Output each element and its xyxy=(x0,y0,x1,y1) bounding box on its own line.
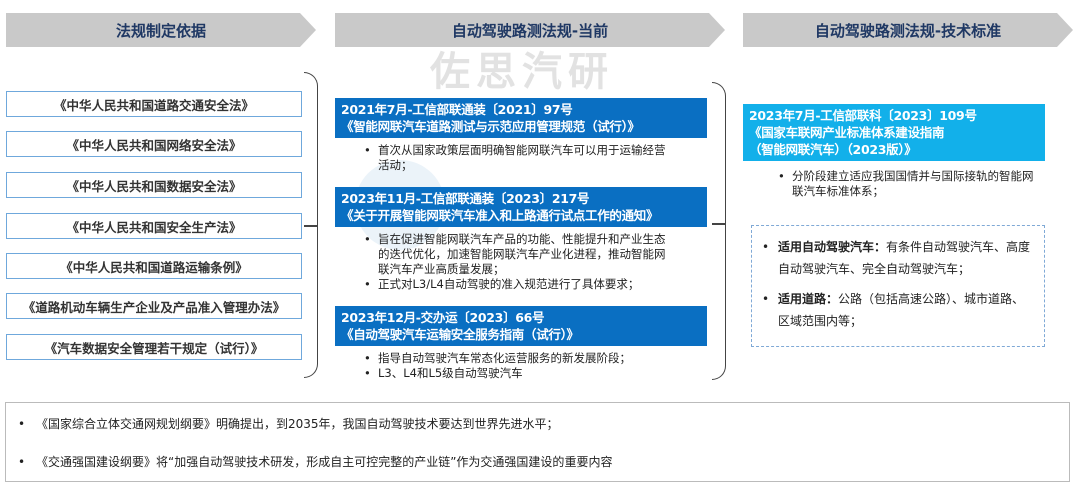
bullet: 首次从国家政策层面明确智能网联汽车可以用于运输经营活动； xyxy=(364,143,669,173)
law-item: 《中华人民共和国数据安全法》 xyxy=(6,172,302,198)
standard-column: 2023年7月-工信部联科〔2023〕109号 《国家车联网产业标准体系建设指南… xyxy=(743,104,1053,347)
regulation-title: 2023年12月-交办运〔2023〕66号 xyxy=(341,310,545,325)
standard-name-cont: （智能网联汽车）（2023版）》 xyxy=(749,142,917,157)
bullet: 指导自动驾驶汽车常态化运营服务的新发展阶段； xyxy=(364,351,669,366)
regulation-name: 《自动驾驶汽车运输安全服务指南（试行）》 xyxy=(341,327,579,342)
law-item: 《汽车数据安全管理若干规定（试行）》 xyxy=(6,334,302,360)
law-item: 《中华人民共和国道路运输条例》 xyxy=(6,253,302,279)
brace-left-top xyxy=(304,72,318,226)
scope-vehicles: 适用自动驾驶汽车：有条件自动驾驶汽车、高度自动驾驶汽车、完全自动驾驶汽车； xyxy=(762,236,1034,280)
bullet: 正式对L3/L4自动驾驶的准入规范进行了具体要求； xyxy=(364,277,669,292)
header-current: 自动驾驶路测法规-当前 xyxy=(335,13,725,47)
watermark-text: 佐思汽研 xyxy=(430,49,614,95)
standard-box: 2023年7月-工信部联科〔2023〕109号 《国家车联网产业标准体系建设指南… xyxy=(743,104,1045,161)
standard-name: 《国家车联网产业标准体系建设指南 xyxy=(749,125,945,140)
scope-roads: 适用道路：公路（包括高速公路）、城市道路、区域范围内等； xyxy=(762,288,1034,332)
bullet: 分阶段建立适应我国国情并与国际接轨的智能网联汽车标准体系； xyxy=(778,169,1043,199)
current-regulations-column: 2021年7月-工信部联通装〔2021〕97号 《智能网联汽车道路测试与示范应用… xyxy=(335,98,707,381)
law-item: 《中华人民共和国道路交通安全法》 xyxy=(6,91,302,117)
regulation-bullets: 首次从国家政策层面明确智能网联汽车可以用于运输经营活动； xyxy=(364,143,669,173)
bullet: L3、L4和L5级自动驾驶汽车 xyxy=(364,366,669,381)
regulation-title: 2021年7月-工信部联通装〔2021〕97号 xyxy=(341,102,573,117)
regulation-box-2023-12: 2023年12月-交办运〔2023〕66号 《自动驾驶汽车运输安全服务指南（试行… xyxy=(335,306,707,346)
law-item: 《中华人民共和国网络安全法》 xyxy=(6,131,302,157)
regulation-name: 《关于开展智能网联汽车准入和上路通行试点工作的通知》 xyxy=(341,208,659,223)
law-item: 《中华人民共和国安全生产法》 xyxy=(6,213,302,239)
standard-bullets: 分阶段建立适应我国国情并与国际接轨的智能网联汽车标准体系； xyxy=(778,169,1043,199)
brace-right-top xyxy=(712,82,726,224)
summary-item: 《国家综合立体交通网规划纲要》明确提出，到2035年，我国自动驾驶技术要达到世界… xyxy=(18,413,1057,435)
regulation-name: 《智能网联汽车道路测试与示范应用管理规范（试行）》 xyxy=(341,119,640,134)
summary-box: 《国家综合立体交通网规划纲要》明确提出，到2035年，我国自动驾驶技术要达到世界… xyxy=(5,402,1070,482)
brace-right-bottom xyxy=(712,224,726,380)
regulation-bullets: 旨在促进智能网联汽车产品的功能、性能提升和产业生态的迭代优化，加速智能网联汽车产… xyxy=(364,232,669,292)
bullet: 旨在促进智能网联汽车产品的功能、性能提升和产业生态的迭代优化，加速智能网联汽车产… xyxy=(364,232,669,277)
header-standard: 自动驾驶路测法规-技术标准 xyxy=(743,13,1073,47)
brace-left-bottom xyxy=(304,226,318,378)
scope-label: 适用道路： xyxy=(778,292,839,306)
scope-box: 适用自动驾驶汽车：有条件自动驾驶汽车、高度自动驾驶汽车、完全自动驾驶汽车； 适用… xyxy=(751,225,1045,347)
regulation-box-2023-11: 2023年11月-工信部联通装〔2023〕217号 《关于开展智能网联汽车准入和… xyxy=(335,187,707,227)
standard-title: 2023年7月-工信部联科〔2023〕109号 xyxy=(749,108,977,123)
scope-text: 有条件自动驾驶汽车、高度自动驾驶汽车、完全自动驾驶汽车； xyxy=(778,240,1031,276)
regulation-box-2021: 2021年7月-工信部联通装〔2021〕97号 《智能网联汽车道路测试与示范应用… xyxy=(335,98,707,138)
law-item: 《道路机动车辆生产企业及产品准入管理办法》 xyxy=(6,293,302,319)
regulation-title: 2023年11月-工信部联通装〔2023〕217号 xyxy=(341,191,590,206)
regulation-bullets: 指导自动驾驶汽车常态化运营服务的新发展阶段； L3、L4和L5级自动驾驶汽车 xyxy=(364,351,669,381)
scope-text: 公路（包括高速公路）、城市道路、区域范围内等； xyxy=(778,292,1025,328)
header-basis: 法规制定依据 xyxy=(6,13,316,47)
summary-item: 《交通强国建设纲要》将“加强自动驾驶技术研发，形成自主可控完整的产业链”作为交通… xyxy=(18,451,1057,473)
scope-label: 适用自动驾驶汽车： xyxy=(778,240,887,254)
